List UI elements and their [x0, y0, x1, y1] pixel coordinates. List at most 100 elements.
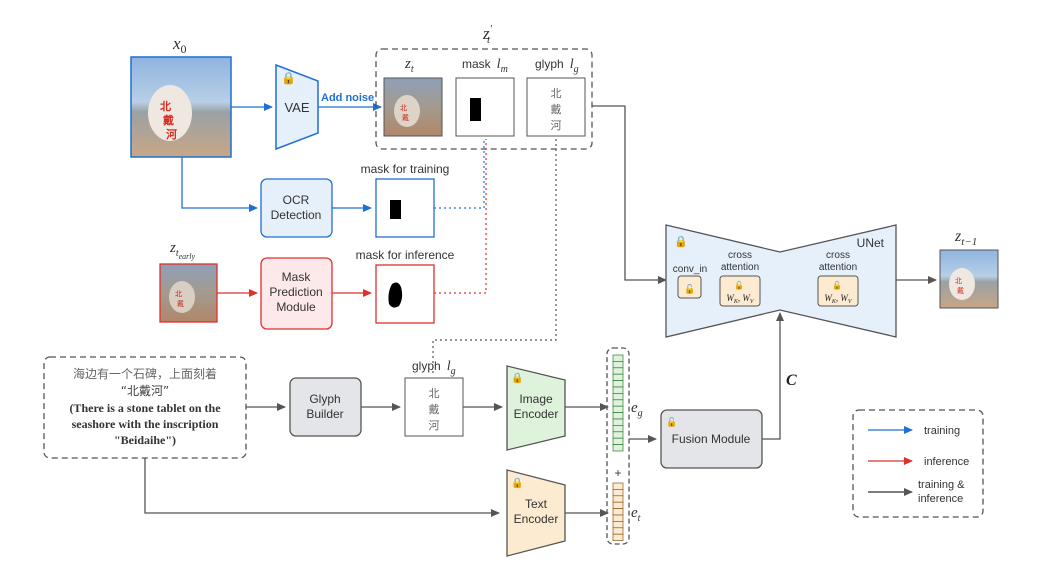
vae-label: VAE — [284, 100, 309, 115]
plus-sign: + — [614, 466, 621, 480]
glyph-lg-box — [526, 77, 586, 137]
et-cell — [612, 495, 624, 503]
mask-inference-box — [375, 264, 435, 324]
svg-text:北: 北 — [955, 277, 962, 285]
et-cell — [612, 501, 624, 509]
mpm-label-2: Prediction — [269, 285, 322, 299]
c-label: C — [786, 372, 797, 389]
et-cell — [612, 527, 624, 535]
unet-label: UNet — [857, 236, 885, 250]
legend-both-label-2: inference — [918, 493, 963, 505]
cross-attention-1-label-a: cross — [728, 250, 752, 261]
image-encoder-label-1: Image — [519, 392, 553, 406]
vae-block: 🔒 VAE — [275, 63, 319, 151]
unet-block: 🔒 UNet conv_in 🔓 cross attention 🔓 WK, W… — [665, 224, 897, 338]
eg-cell — [612, 380, 624, 388]
eg-cell — [612, 373, 624, 381]
ocr-label-1: OCR — [283, 193, 310, 207]
et-embedding — [612, 482, 624, 541]
zt-label: zt — [404, 56, 414, 75]
eg-cell — [612, 444, 624, 452]
et-cell — [612, 482, 624, 490]
unlock-icon: 🔓 — [832, 280, 842, 290]
conv-in-box — [677, 275, 702, 299]
dotted-mask-inference — [434, 139, 487, 294]
et-label: et — [631, 505, 641, 524]
mpm-label-3: Module — [276, 300, 316, 314]
eg-label: eg — [631, 400, 643, 419]
glyph-lg-box-bottom — [404, 377, 464, 437]
unlock-icon: 🔓 — [684, 283, 695, 294]
zt-early-image: 北 戴 — [159, 263, 218, 323]
unlock-icon: 🔓 — [734, 280, 744, 290]
arrow-prompt-text-encoder — [144, 458, 500, 517]
lock-icon: 🔒 — [511, 477, 523, 489]
text-encoder-label-2: Encoder — [514, 512, 559, 526]
glyph-builder-label-2: Builder — [306, 407, 343, 421]
mpm-label-1: Mask — [282, 270, 312, 284]
ocr-label-2: Detection — [271, 208, 322, 222]
zt-prime-label: z′t — [482, 23, 493, 46]
image-encoder-label-2: Encoder — [514, 407, 559, 421]
svg-text:北: 北 — [400, 104, 407, 112]
cross-attention-2-label-b: attention — [819, 262, 857, 273]
lock-icon: 🔒 — [511, 372, 523, 384]
glyph-char-1: 北 — [551, 87, 562, 100]
cross-attention-2-label-a: cross — [826, 250, 850, 261]
svg-text:戴: 戴 — [177, 299, 184, 308]
mask-inference-shape — [388, 282, 403, 308]
eg-cell — [612, 431, 624, 439]
dotted-glyph-link — [432, 139, 557, 376]
et-cell — [612, 508, 624, 516]
prompt-en-line-2: seashore with the inscription — [72, 417, 219, 431]
mask-lm-shape — [470, 98, 481, 121]
prompt-en-line-3: "Beidaihe") — [114, 433, 176, 447]
eg-cell — [612, 405, 624, 413]
glyph-bottom-char-3: 河 — [429, 419, 440, 432]
et-cell — [612, 533, 624, 541]
mask-for-training-label: mask for training — [361, 162, 450, 176]
eg-cell — [612, 437, 624, 445]
add-noise-label: Add noise — [321, 92, 374, 104]
legend-training-label: training — [924, 425, 960, 437]
wkwv-2: WK, WV — [824, 293, 853, 305]
eg-cell — [612, 399, 624, 407]
et-cell — [612, 514, 624, 522]
svg-text:戴: 戴 — [163, 113, 174, 127]
zt-minus-1-label: zt−1 — [954, 228, 977, 248]
cross-attention-2-box — [817, 275, 859, 307]
legend-inference-label: inference — [924, 456, 969, 468]
eg-cell — [612, 393, 624, 401]
x0-label: x0 — [172, 34, 187, 56]
eg-cell — [612, 412, 624, 420]
arrow-x0-ocr — [181, 157, 258, 212]
fusion-module-label: Fusion Module — [672, 432, 751, 446]
conv-in-label: conv_in — [673, 264, 707, 275]
svg-text:戴: 戴 — [957, 286, 964, 295]
glyph-bottom-char-1: 北 — [429, 387, 440, 400]
glyph-bottom-char-2: 戴 — [429, 402, 440, 416]
eg-embedding — [612, 354, 624, 452]
lock-icon: 🔒 — [674, 235, 688, 248]
legend-both-label-1: training & — [918, 479, 965, 491]
eg-cell — [612, 354, 624, 362]
et-cell — [612, 489, 624, 497]
eg-cell — [612, 361, 624, 369]
cross-attention-1-box — [719, 275, 761, 307]
glyph-char-2: 戴 — [551, 102, 562, 116]
zt-image: 北 戴 — [383, 77, 443, 137]
prompt-cn-line-2: “北戴河” — [121, 383, 169, 398]
eg-cell — [612, 386, 624, 394]
lock-icon: 🔒 — [281, 71, 296, 85]
et-cell — [612, 521, 624, 529]
glyph-builder-label-1: Glyph — [309, 392, 340, 406]
legend-box — [852, 409, 984, 518]
mask-training-box — [375, 178, 435, 238]
mask-training-shape — [390, 200, 401, 219]
x0-image: 北 戴 河 — [130, 56, 232, 158]
text-encoder-label-1: Text — [525, 497, 548, 511]
prompt-cn-line-1: 海边有一个石碑，上面刻着 — [73, 366, 217, 381]
